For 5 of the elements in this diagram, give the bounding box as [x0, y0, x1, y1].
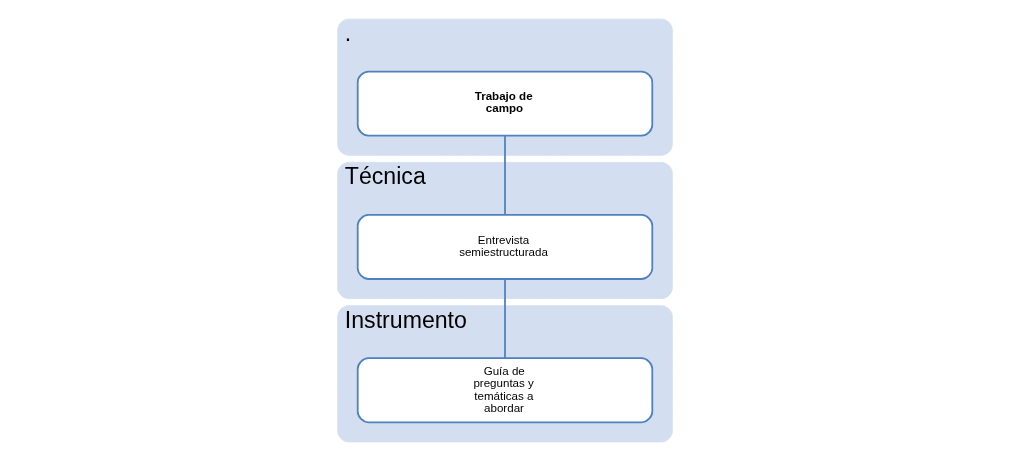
node-box: Guía de preguntas y temáticas a abordar	[356, 357, 654, 424]
connector	[504, 135, 506, 216]
node-box: Trabajo de campo	[356, 70, 654, 137]
connector	[504, 278, 506, 359]
node-box: Entrevista semiestructurada	[356, 214, 654, 280]
